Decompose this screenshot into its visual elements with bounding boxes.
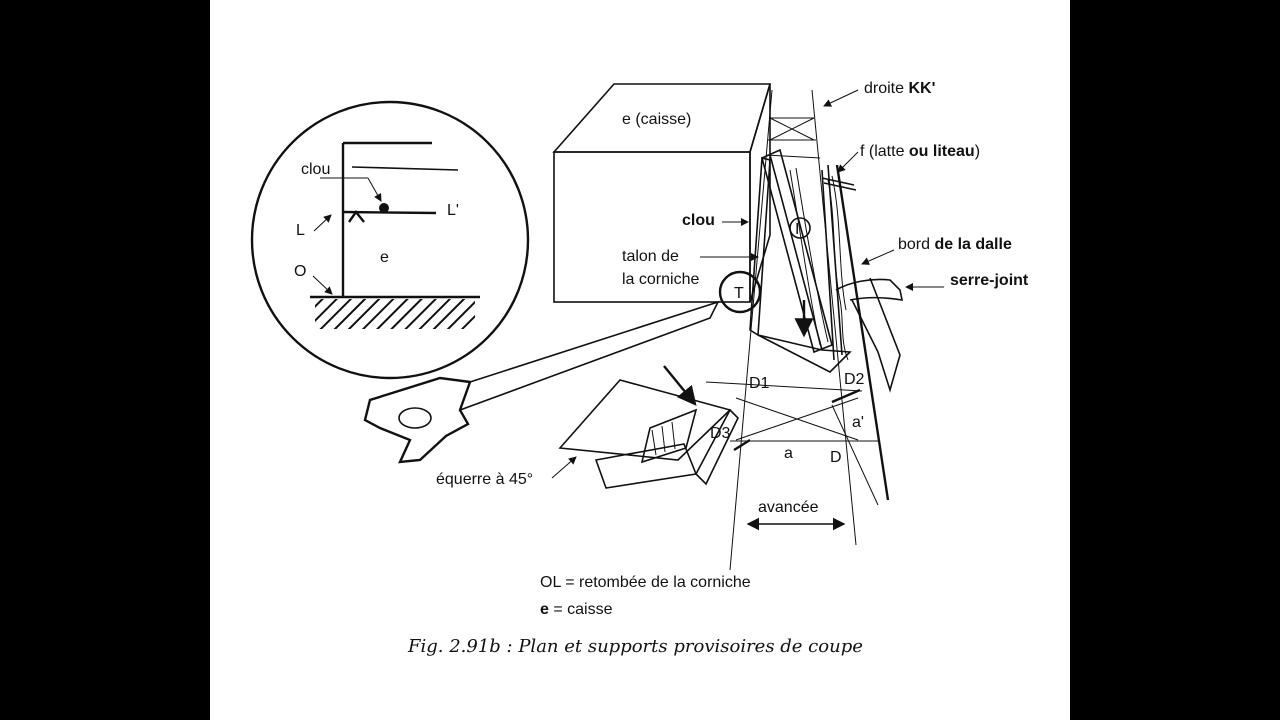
inset-label-L-prime: L' <box>447 202 459 219</box>
label-D1: D1 <box>749 375 770 392</box>
form-outer <box>761 148 833 354</box>
label-serre-joint: serre-joint <box>950 272 1029 289</box>
nail-circle <box>789 217 811 239</box>
label-e-caisse: e (caisse) <box>622 111 691 128</box>
legend-e: e = caisse <box>540 601 613 618</box>
inset-line-1 <box>351 166 459 171</box>
figure-page: clou L' L e O e (caisse) <box>210 0 1070 720</box>
inset-circle <box>250 100 530 380</box>
detail-inset: clou L' L e O <box>250 100 530 380</box>
label-clou-main: clou <box>682 212 715 229</box>
saw <box>363 300 720 464</box>
guide-lines <box>729 89 857 571</box>
label-a-prime: a' <box>852 414 864 431</box>
label-D2: D2 <box>844 371 865 388</box>
label-equerre: équerre à 45° <box>436 471 533 488</box>
inset-label-e: e <box>380 249 389 266</box>
inset-hook <box>348 209 365 223</box>
inset-line-L <box>342 210 437 215</box>
label-avancee: avancée <box>758 499 819 516</box>
inset-ground-hatch <box>315 299 475 329</box>
talon-circle <box>718 270 762 314</box>
label-talon-1: talon de <box>622 248 679 265</box>
legend-ol: OL = retombée de la corniche <box>540 574 751 591</box>
cornice-form: I T <box>718 148 904 501</box>
inset-label-O: O <box>294 263 306 280</box>
caisse-side <box>749 83 771 303</box>
technical-diagram: clou L' L e O e (caisse) <box>250 80 1029 657</box>
label-droite-kk: droite KK' <box>864 80 935 97</box>
figure-caption: Fig. 2.91b : Plan et supports provisoire… <box>407 636 863 657</box>
label-D3: D3 <box>710 425 731 442</box>
caisse-box: e (caisse) <box>552 83 772 303</box>
label-T: T <box>734 285 744 302</box>
form-left-board <box>749 156 771 337</box>
inset-nail <box>379 203 389 213</box>
saw-blade <box>458 300 720 412</box>
guide-right <box>811 89 857 546</box>
layout-lines <box>705 381 879 506</box>
label-bord-dalle: bord de la dalle <box>898 236 1012 253</box>
slab-edge <box>835 164 890 501</box>
square-base-side <box>695 408 739 486</box>
pencil <box>663 365 697 406</box>
clamp-body <box>851 277 901 393</box>
inset-label-clou: clou <box>301 161 330 178</box>
label-talon-2: la corniche <box>622 271 699 288</box>
mitre-square: équerre à 45° <box>436 365 739 489</box>
saw-grip-hole <box>398 407 432 429</box>
saw-handle <box>363 376 472 464</box>
clamp-upper <box>835 278 904 301</box>
avancee-dimension: avancée <box>746 499 846 531</box>
label-I: I <box>795 221 799 238</box>
square-base <box>594 443 698 489</box>
line-D1 <box>705 381 863 392</box>
label-D: D <box>830 449 842 466</box>
form-bottom <box>757 334 852 373</box>
label-a: a <box>784 445 793 462</box>
label-latte: f (latte ou liteau) <box>860 143 980 160</box>
inset-label-L: L <box>296 222 305 239</box>
